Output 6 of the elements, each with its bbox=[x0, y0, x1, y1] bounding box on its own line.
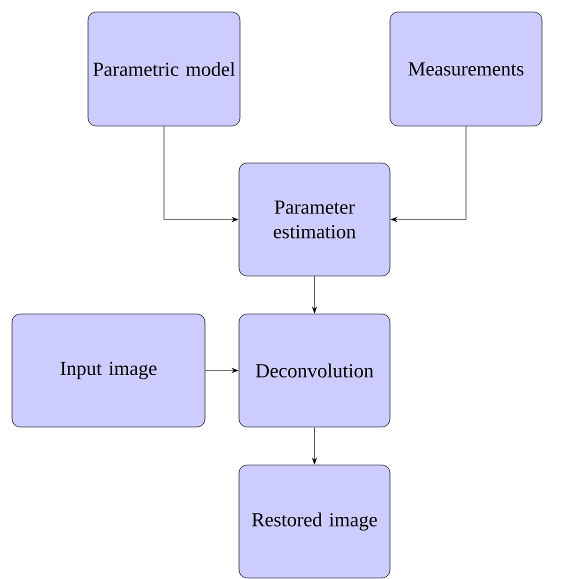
process-box: Input image bbox=[12, 314, 206, 428]
process-box: Measurements bbox=[390, 12, 542, 126]
process-box: Parametric model bbox=[88, 12, 240, 126]
process-box: Deconvolution bbox=[238, 314, 390, 428]
process-box: Restored image bbox=[238, 464, 390, 578]
process-box: Parameter estimation bbox=[238, 162, 390, 276]
